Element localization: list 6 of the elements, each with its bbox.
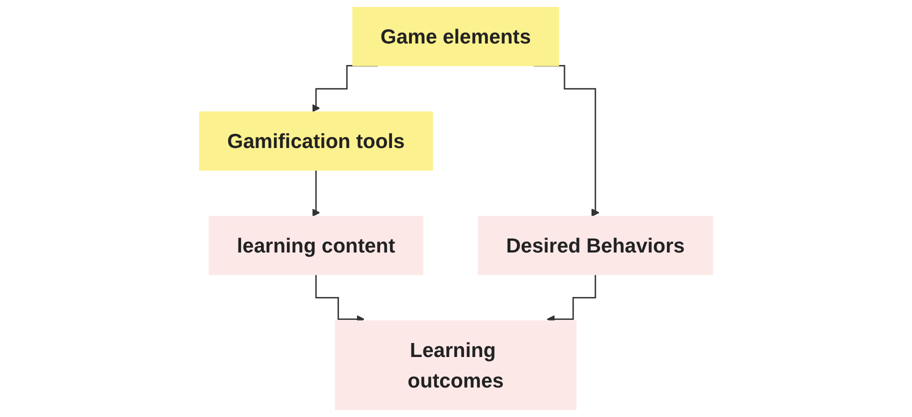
node-box: Game elements	[352, 6, 560, 66]
node-box: Desired Behaviors	[478, 216, 713, 276]
node-box: learning content	[208, 216, 424, 276]
node-box: Gamification tools	[199, 111, 433, 171]
arrow	[312, 169, 320, 217]
node-box: Learning outcomes	[335, 320, 576, 410]
